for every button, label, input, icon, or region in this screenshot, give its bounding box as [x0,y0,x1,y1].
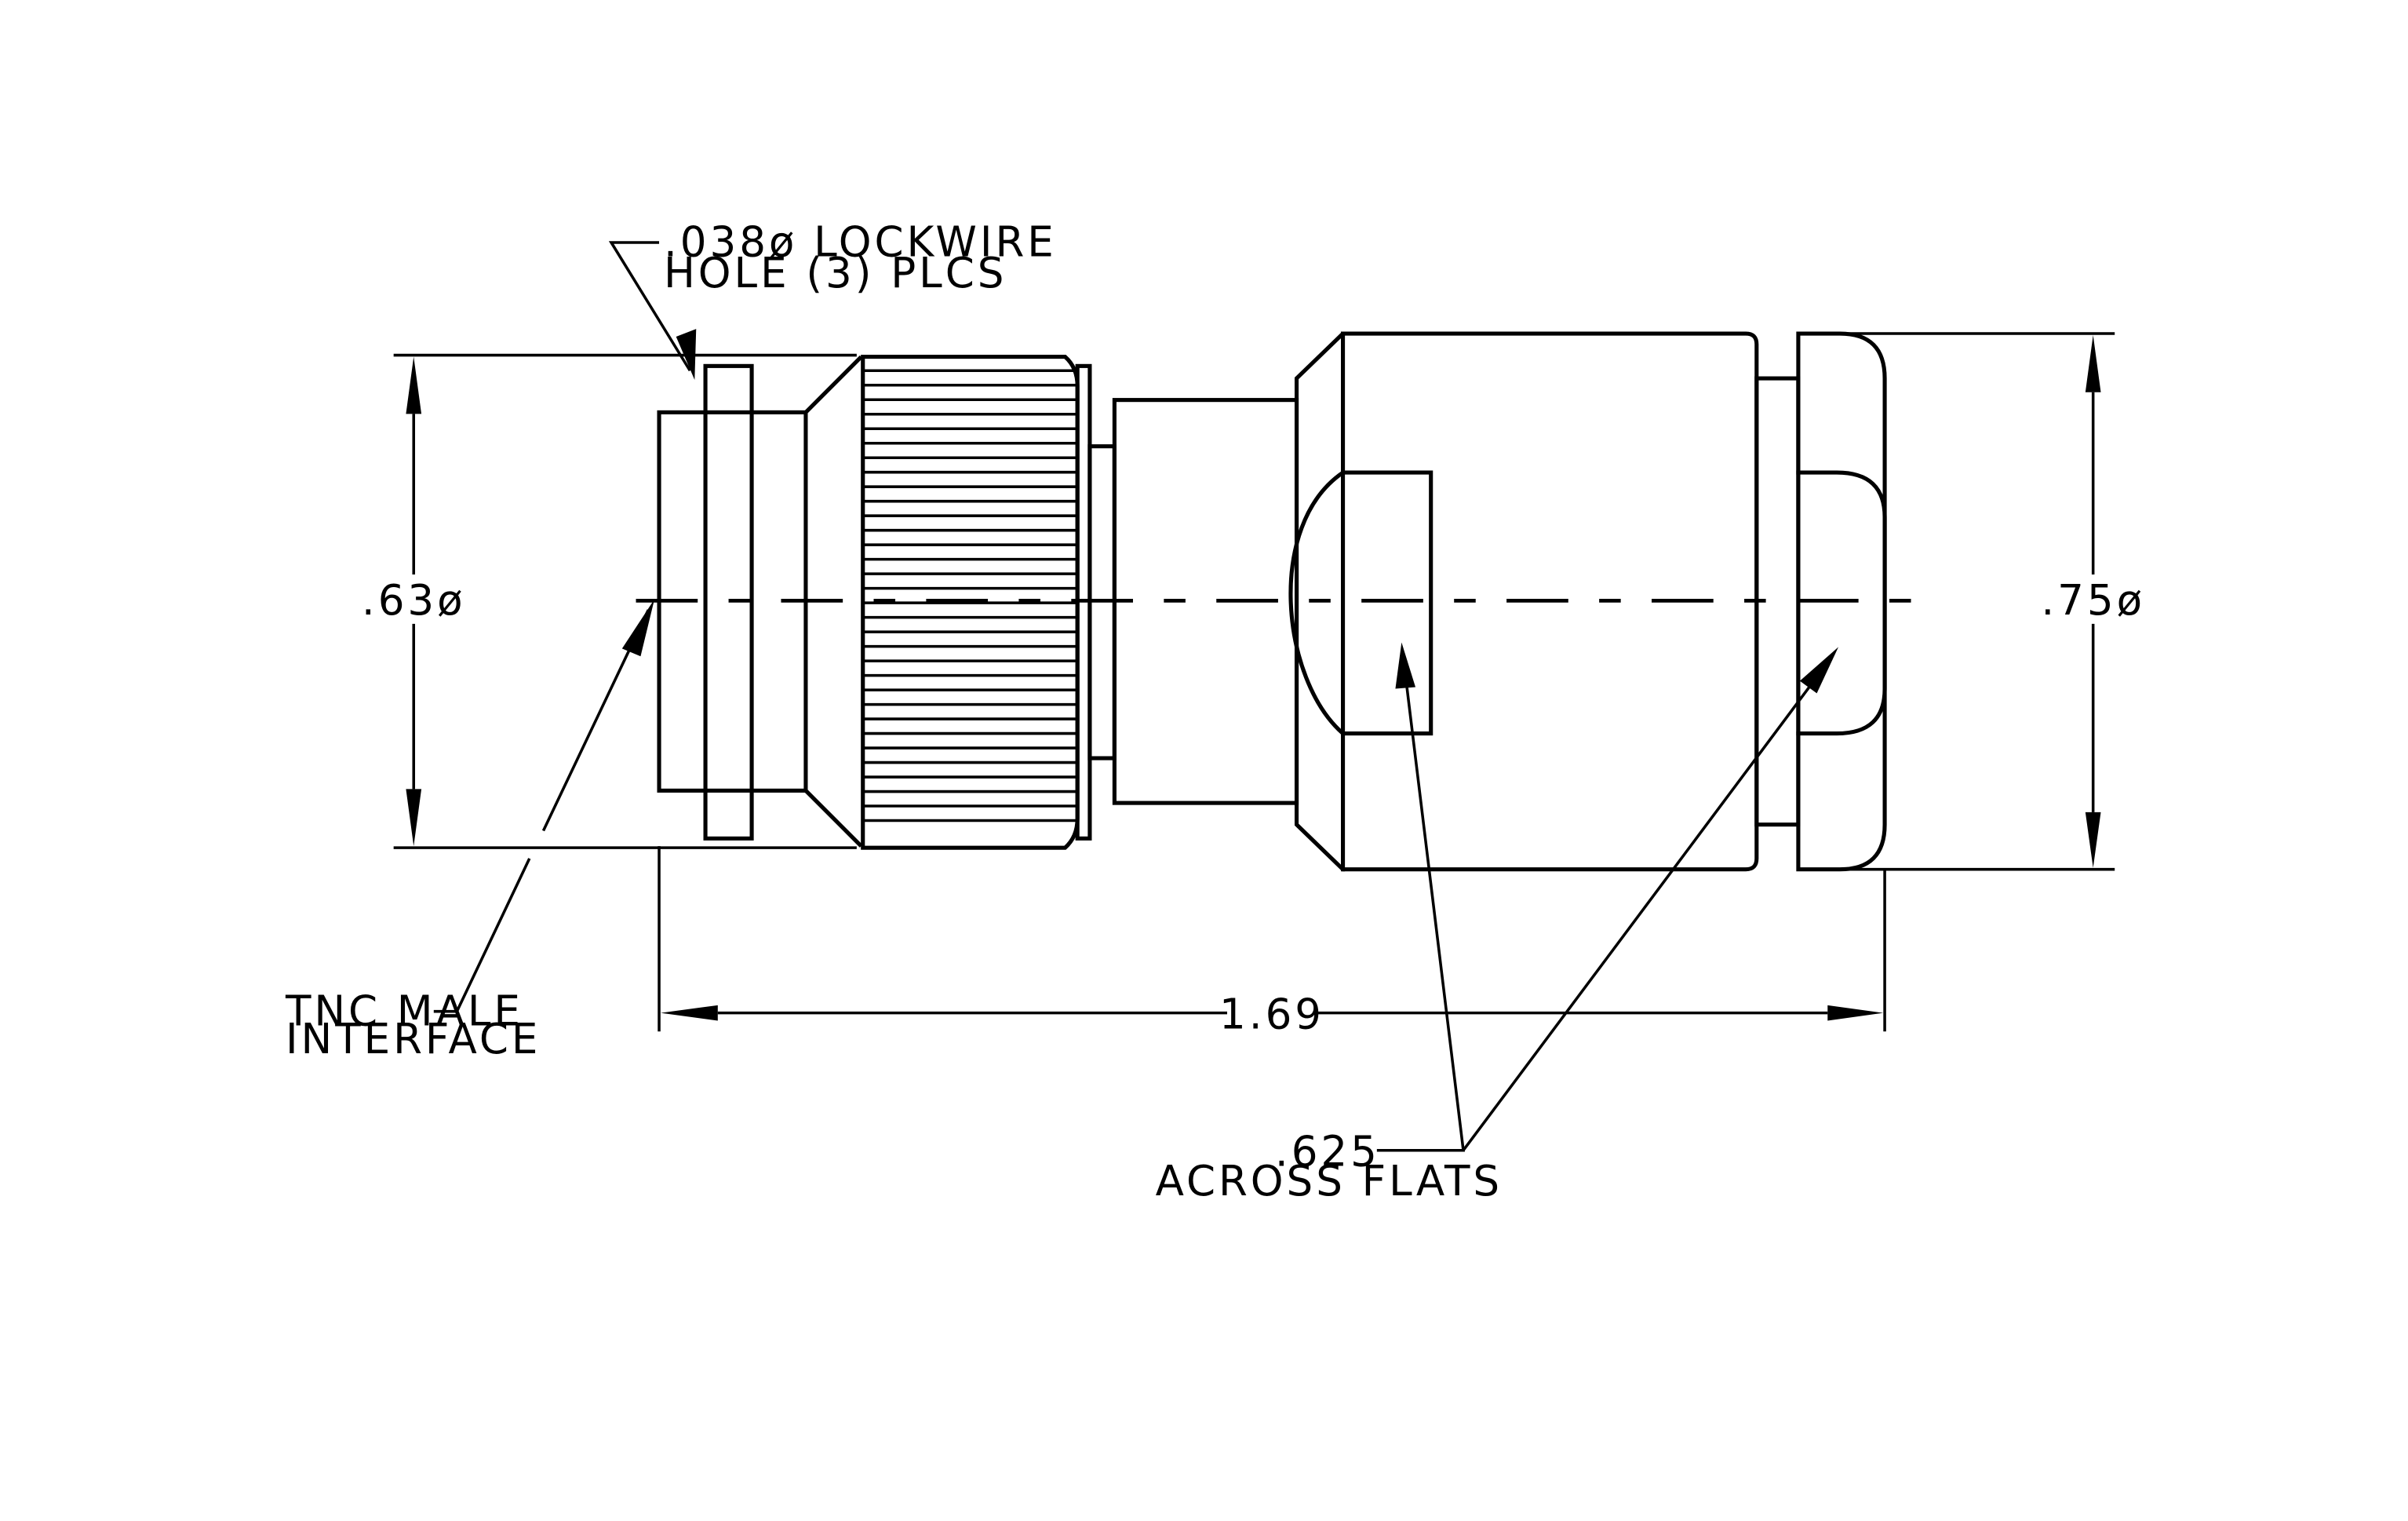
dim-right-diameter: .75ø [1805,332,2145,871]
lockwire-label-line2: HOLE (3) PLCS [664,249,1007,297]
dim-left-diameter: .63ø [362,353,857,849]
tnc-callout: TNC MALE INTERFACE [285,599,655,1063]
tnc-label-line1: TNC MALE [285,987,523,1035]
tnc-label-line2: INTERFACE [286,1015,541,1063]
hex-body [1288,331,1759,872]
end-nut [1796,331,1887,872]
knurled-coupling-nut [861,354,1080,850]
dim-length: 1.69 [658,846,1886,1038]
flats-label-line2: ACROSS FLATS [1156,1157,1503,1205]
dim-length-label: 1.69 [1219,990,1324,1038]
lockwire-callout: .038ø LOCKWIRE HOLE (3) PLCS [608,218,1057,381]
flats-callout: .625 ACROSS FLATS [1156,642,1839,1205]
dim-right-diameter-label: .75ø [2041,576,2145,625]
flats-label-line1: .625 [1275,1127,1380,1176]
dim-left-diameter-label: .63ø [362,576,466,625]
lockwire-label-line1: .038ø LOCKWIRE [664,218,1057,267]
